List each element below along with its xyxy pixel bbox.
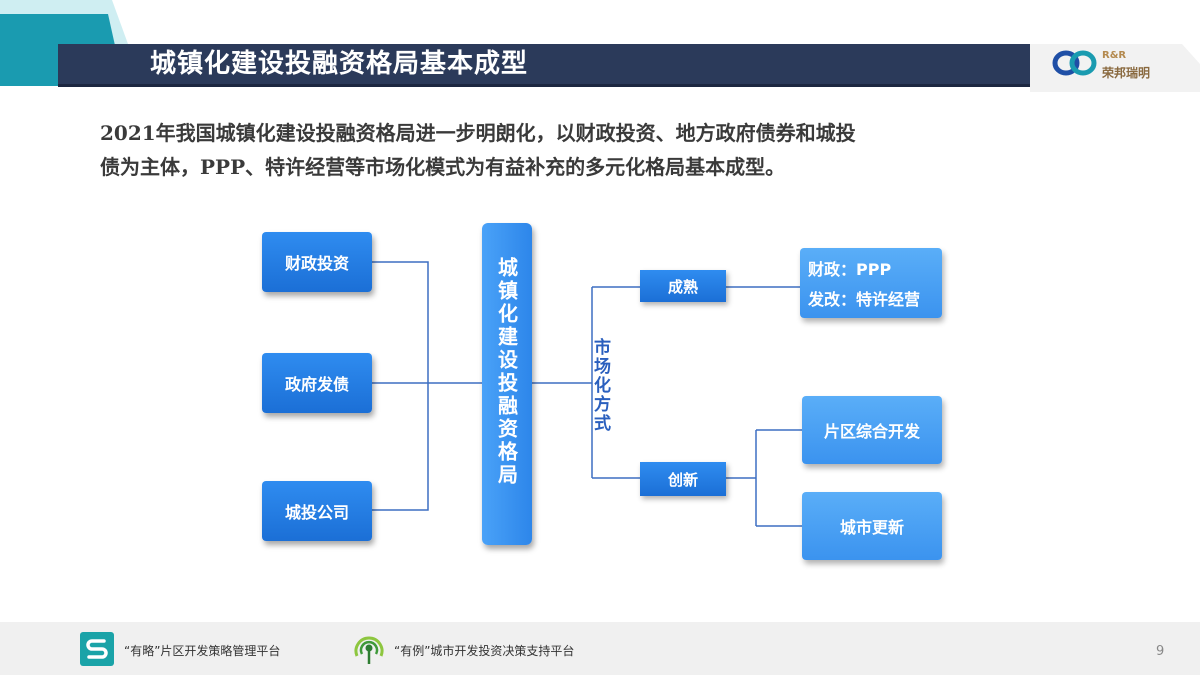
node-fiscal-investment: 财政投资 xyxy=(262,232,372,292)
logo-cn-text: 荣邦瑞明 xyxy=(1102,66,1151,80)
footer-platform-2: “有例”城市开发投资决策支持平台 xyxy=(394,644,575,658)
node-government-bonds: 政府发债 xyxy=(262,353,372,413)
node-urban-renewal: 城市更新 xyxy=(802,492,942,560)
node-innovation: 创新 xyxy=(640,462,726,496)
node-district-development: 片区综合开发 xyxy=(802,396,942,464)
intro-line-1: 2021年我国城镇化建设投融资格局进一步明朗化，以财政投资、地方政府债券和城投 xyxy=(100,121,856,145)
logo-en-text: R&R xyxy=(1102,50,1127,61)
mature-detail-line-1: 财政：PPP xyxy=(808,260,892,279)
company-logo: R&R 荣邦瑞明 xyxy=(1052,46,1172,86)
page-number: 9 xyxy=(1156,644,1165,659)
mature-detail-line-2: 发改：特许经营 xyxy=(808,290,921,309)
intro-line-2: 债为主体，PPP、特许经营等市场化模式为有益补充的多元化格局基本成型。 xyxy=(100,155,786,179)
market-approach-label: 市场化方式 xyxy=(590,338,610,433)
youlue-platform-icon xyxy=(80,632,114,666)
center-node-label: 城镇化建设投融资格局 xyxy=(494,257,519,487)
footer-platform-1: “有略”片区开发策略管理平台 xyxy=(124,644,281,658)
title-bar xyxy=(58,44,1030,87)
node-mature: 成熟 xyxy=(640,270,726,302)
node-urban-investment-company: 城投公司 xyxy=(262,481,372,541)
page-title: 城镇化建设投融资格局基本成型 xyxy=(150,49,529,79)
intro-paragraph: 2021年我国城镇化建设投融资格局进一步明朗化，以财政投资、地方政府债券和城投 … xyxy=(100,116,1100,184)
diagram-connectors xyxy=(372,261,802,527)
node-mature-detail: 财政：PPP 发改：特许经营 xyxy=(800,248,942,318)
youli-platform-icon xyxy=(354,636,384,664)
footer-bar xyxy=(0,622,1200,675)
node-center-urbanization-financing: 城镇化建设投融资格局 xyxy=(482,223,532,545)
logo-rings-icon xyxy=(1052,50,1097,76)
